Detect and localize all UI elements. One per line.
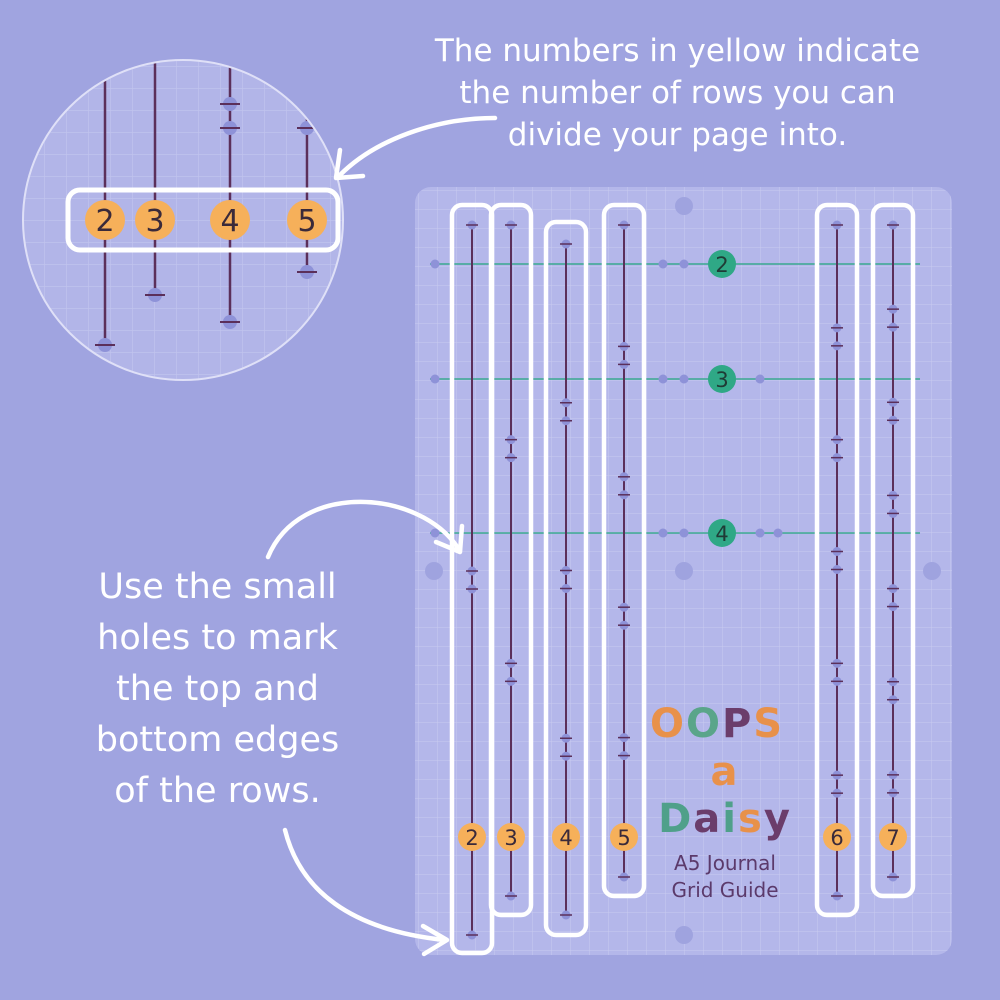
guide-hole <box>755 374 765 384</box>
zoom-number-badge <box>85 200 125 240</box>
caption-left-line: of the rows. <box>114 771 321 811</box>
guide-hole <box>658 374 668 384</box>
caption-left-line: bottom edges <box>95 720 340 760</box>
horizontal-number-badge <box>708 365 736 393</box>
zoom-label-outline <box>65 187 341 253</box>
caption-top-line: the number of rows you can <box>459 75 896 111</box>
caption-left: Use the small holes to mark the top and … <box>40 562 395 817</box>
guide-hole <box>755 528 765 538</box>
horizontal-number-label: 2 <box>715 253 728 277</box>
guide-column-4: 4 <box>543 219 589 938</box>
column-number-badge <box>552 823 580 851</box>
column-number-badge <box>610 823 638 851</box>
column-number-badge <box>458 823 486 851</box>
logo-letter: D <box>658 796 694 842</box>
zoom-number-label: 4 <box>220 204 239 239</box>
arrow-top <box>333 115 498 181</box>
guide-hole <box>430 259 440 269</box>
plate-hole-right <box>923 562 941 580</box>
column-number-label: 3 <box>504 826 517 850</box>
zoom-number-badge <box>287 200 327 240</box>
guide-hole <box>430 374 440 384</box>
guide-hole <box>679 374 689 384</box>
caption-left-line: Use the small <box>98 567 337 607</box>
column-outline <box>488 202 534 918</box>
caption-left-line: holes to mark <box>97 618 338 658</box>
guide-hole <box>658 528 668 538</box>
column-outline <box>543 219 589 938</box>
guide-column-6: 6 <box>814 202 860 918</box>
logo-line1: OOPS a <box>640 700 810 796</box>
column-number-label: 6 <box>830 826 843 850</box>
guide-hole <box>773 528 783 538</box>
arrow-bottom <box>282 827 450 957</box>
column-outline <box>870 202 916 899</box>
logo-letter: P <box>721 701 754 747</box>
horizontal-number-badge <box>708 250 736 278</box>
column-outline <box>814 202 860 918</box>
logo-letter: O <box>649 701 686 747</box>
logo-subtitle: A5 Journal Grid Guide <box>640 850 810 904</box>
horizontal-number-badge <box>708 519 736 547</box>
column-number-badge <box>823 823 851 851</box>
zoom-number-badge <box>135 200 175 240</box>
caption-top: The numbers in yellow indicate the numbe… <box>405 30 950 156</box>
zoom-number-label: 5 <box>297 204 316 239</box>
logo-letter: a <box>710 749 740 795</box>
guide-column-5: 5 <box>601 202 647 899</box>
zoom-number-badge <box>210 200 250 240</box>
plate-hole-bottom <box>675 926 693 944</box>
column-number-badge <box>497 823 525 851</box>
guide-hole <box>658 259 668 269</box>
logo-letter: i <box>722 796 739 842</box>
guide-columns: 2 3 4 5 6 7 <box>449 202 916 956</box>
column-number-label: 7 <box>886 826 899 850</box>
horizontal-number-label: 3 <box>715 368 728 392</box>
caption-left-line: the top and <box>116 669 319 709</box>
zoom-number-label: 2 <box>95 204 114 239</box>
guide-column-7: 7 <box>870 202 916 899</box>
logo-letter: S <box>753 701 785 747</box>
logo-letter: s <box>738 796 764 842</box>
guide-hole <box>679 528 689 538</box>
caption-top-line: The numbers in yellow indicate <box>434 33 921 69</box>
caption-top-line: divide your page into. <box>507 117 848 153</box>
logo-letter: y <box>763 796 792 842</box>
zoom-number-label: 3 <box>145 204 164 239</box>
grid-guide-plate: 2 3 4 2 3 4 5 6 7 <box>415 187 952 956</box>
column-outline <box>601 202 647 899</box>
logo-subtitle-line: A5 Journal <box>674 851 776 875</box>
plate-hole-middle <box>675 562 693 580</box>
zoom-hole <box>300 97 314 111</box>
brand-logo: OOPS a Daisy A5 Journal Grid Guide <box>640 700 810 904</box>
guide-hole <box>679 259 689 269</box>
logo-line2: Daisy <box>640 796 810 842</box>
guide-column-3: 3 <box>488 202 534 918</box>
zoom-circle-border <box>22 59 344 381</box>
horizontal-number-label: 4 <box>715 522 728 546</box>
column-number-label: 2 <box>465 826 478 850</box>
horizontal-guides: 2 3 4 <box>430 250 920 547</box>
logo-subtitle-line: Grid Guide <box>671 878 779 902</box>
plate-hole-top <box>675 197 693 215</box>
plate-hole-left <box>425 562 443 580</box>
logo-letter: O <box>685 701 722 747</box>
column-number-label: 5 <box>617 826 630 850</box>
arrow-middle <box>265 499 465 560</box>
logo-letter: a <box>693 796 723 842</box>
guide-hole <box>430 528 440 538</box>
column-number-label: 4 <box>559 826 572 850</box>
logo-letter <box>784 700 800 748</box>
column-number-badge <box>879 823 907 851</box>
